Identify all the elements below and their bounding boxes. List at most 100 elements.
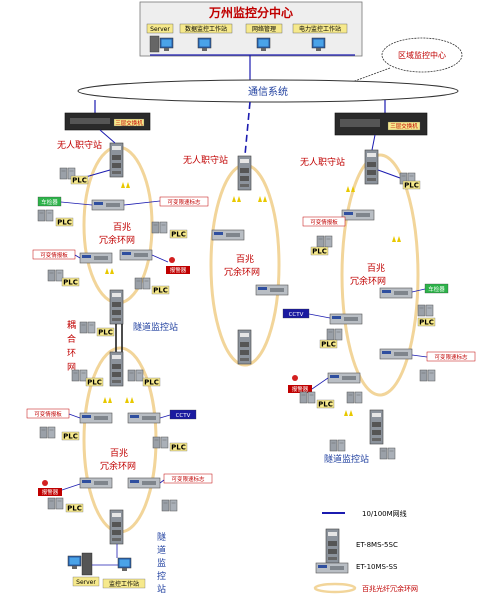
plc-label: PLC — [144, 379, 159, 387]
switch-icon[interactable] — [379, 348, 413, 360]
legend-ring-label: 百兆光纤冗余环网 — [362, 584, 418, 593]
plc-cabinet-icon — [37, 209, 54, 222]
switch-icon[interactable] — [127, 412, 161, 424]
station-label-nms: 网络管理 — [252, 25, 276, 33]
vsl-tag: 可变限速标志 — [167, 198, 201, 206]
monitoring-center: 万州监控分中心 Server 数据监控工作站 网络管理 电力监控工作站 — [139, 1, 363, 80]
center-title: 万州监控分中心 — [208, 5, 293, 20]
switch-icon[interactable] — [237, 155, 252, 191]
server-icon — [149, 35, 160, 53]
plc-label: PLC — [171, 444, 186, 452]
plc-label: PLC — [419, 319, 434, 327]
legend-ring-swatch — [313, 582, 357, 594]
l3-switch-left: 三层交换机 — [64, 112, 151, 131]
plc-label: PLC — [57, 219, 72, 227]
switch-icon[interactable] — [79, 477, 113, 489]
monitor-icon — [67, 555, 82, 570]
alarm-light-icon — [42, 480, 48, 486]
switch-icon[interactable] — [237, 329, 252, 365]
plc-cabinet-icon — [326, 328, 343, 341]
switch-icon[interactable] — [79, 252, 113, 264]
plc-label: PLC — [63, 279, 78, 287]
cctv-tag: CCTV — [289, 312, 304, 318]
switch-icon[interactable] — [379, 287, 413, 299]
unmanned-station-label: 无人职守站 — [300, 156, 345, 168]
tunnel-station-label: 隧道监控站 — [133, 321, 178, 333]
switch-icon — [325, 528, 340, 564]
plc-label: PLC — [404, 182, 419, 190]
plc-cabinet-icon — [417, 304, 434, 317]
plc-label: PLC — [318, 401, 333, 409]
detector-tag: 车检器 — [41, 198, 58, 206]
switch-icon[interactable] — [109, 509, 124, 545]
unmanned-station-label: 无人职守站 — [183, 154, 228, 166]
plc-cabinet-icon — [379, 447, 396, 460]
switch-icon[interactable] — [127, 477, 161, 489]
l3-switch-label: 三层交换机 — [390, 122, 418, 130]
l3-switch-right: 三层交换机 — [334, 112, 428, 136]
switch-icon[interactable] — [327, 372, 361, 384]
ring-label-line1: 百兆 — [113, 222, 131, 233]
comm-system-ellipse: 通信系统 — [77, 79, 459, 103]
tunnel-vertical-char: 监 — [157, 557, 166, 569]
plc-cabinet-icon — [39, 426, 56, 439]
tunnel-vertical-char: 站 — [157, 583, 166, 595]
plc-cabinet-icon — [329, 439, 346, 452]
switch-icon[interactable] — [109, 351, 124, 387]
plc-cabinet-icon — [316, 235, 333, 248]
legend-dev1-label: ET-8MS-5SC — [356, 541, 398, 549]
ring-label-line1: 百兆 — [367, 263, 385, 274]
alarm-tag: 报警器 — [42, 488, 59, 496]
arrow-icon — [344, 410, 353, 416]
vms-tag: 可变情报板 — [40, 251, 68, 259]
tunnel-station-label: 隧道监控站 — [324, 453, 369, 465]
legend-dev2-label: ET-10MS-SS — [356, 563, 398, 571]
arrow-icon — [232, 196, 241, 202]
switch-icon[interactable] — [369, 409, 384, 445]
plc-label: PLC — [171, 231, 186, 239]
switch-icon[interactable] — [109, 289, 124, 325]
switch-icon[interactable] — [109, 142, 124, 178]
ws-label: 监控工作站 — [109, 580, 139, 588]
alarm-tag: 报警器 — [292, 385, 309, 393]
comm-system-label: 通信系统 — [248, 85, 288, 98]
vsl-tag: 可变限速标志 — [171, 475, 205, 483]
vsl-tag: 可变限速标志 — [434, 353, 468, 361]
ring-label-line2: 冗余环网 — [224, 266, 260, 278]
plc-label: PLC — [153, 287, 168, 295]
arrow-icon — [105, 268, 114, 274]
switch-icon[interactable] — [119, 249, 153, 261]
cctv-tag: CCTV — [176, 413, 191, 419]
ring-label-line2: 冗余环网 — [350, 275, 386, 287]
vms-tag: 可变情报板 — [310, 218, 338, 226]
server-tag — [146, 23, 174, 34]
plc-label: PLC — [98, 329, 113, 337]
arrow-icon — [258, 196, 267, 202]
switch-icon — [315, 562, 349, 574]
legend-line-label: 10/100M网线 — [362, 509, 407, 518]
plc-cabinet-icon — [299, 391, 316, 404]
switch-icon[interactable] — [341, 209, 375, 221]
plc-cabinet-icon — [47, 497, 64, 510]
switch-icon[interactable] — [255, 284, 289, 296]
tunnel-vertical-char: 隧 — [157, 531, 166, 543]
switch-icon[interactable] — [329, 313, 363, 325]
unmanned-station-label: 无人职守站 — [57, 139, 102, 151]
plc-cabinet-icon — [47, 269, 64, 282]
switch-icon[interactable] — [364, 149, 379, 185]
tunnel-vertical-char: 控 — [157, 570, 166, 582]
plc-cabinet-icon — [79, 321, 96, 334]
l3-switch-label: 三层交换机 — [115, 119, 143, 127]
region-cloud-label: 区域监控中心 — [398, 50, 446, 60]
station-label-data: 数据监控工作站 — [185, 25, 227, 33]
switch-icon[interactable] — [211, 229, 245, 241]
legend: 10/100M网线 ET-8MS-5SC ET-10MS-SS 百兆光纤冗余环网 — [313, 509, 418, 594]
plc-cabinet-icon — [127, 369, 144, 382]
switch-icon[interactable] — [91, 199, 125, 211]
plc-label: PLC — [72, 177, 87, 185]
arrow-icon — [392, 236, 401, 242]
plc-cabinet-icon — [419, 369, 436, 382]
switch-icon[interactable] — [79, 412, 113, 424]
ring-label-line2: 冗余环网 — [99, 234, 135, 246]
